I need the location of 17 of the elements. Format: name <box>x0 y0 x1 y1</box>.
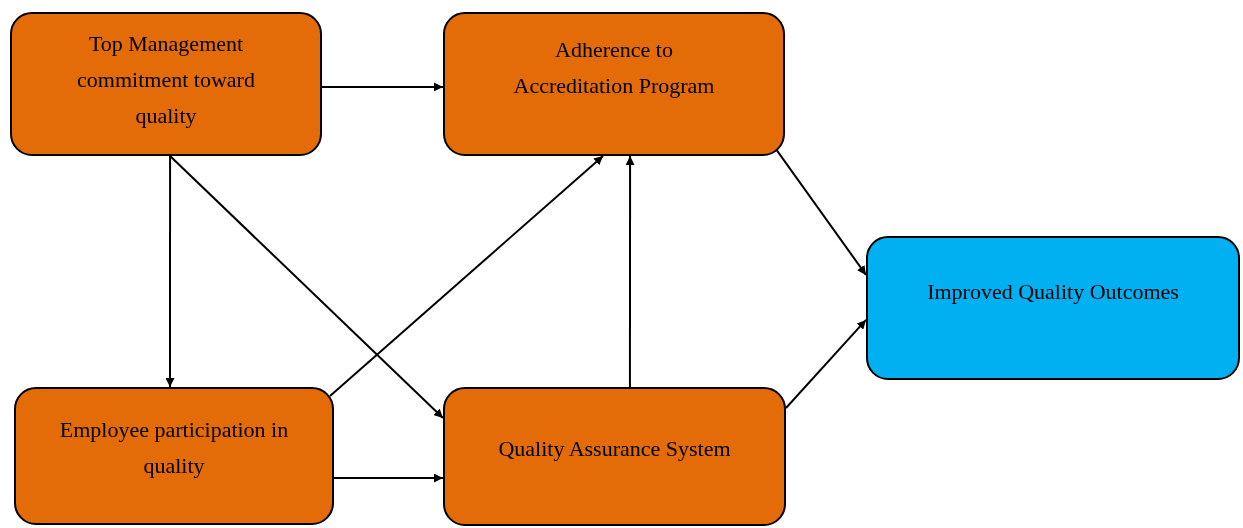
arrow <box>165 155 175 388</box>
process-box <box>14 387 334 525</box>
box-label: Quality Assurance System <box>498 434 731 463</box>
arrow <box>329 155 605 397</box>
arrow <box>169 155 444 419</box>
process-box <box>10 12 322 156</box>
process-box <box>866 236 1240 380</box>
box-label: Adherence to Accreditation Program <box>512 36 716 100</box>
box-label: Improved Quality Outcomes <box>927 278 1179 306</box>
arrow <box>333 473 444 483</box>
arrow <box>785 318 867 409</box>
process-box <box>443 12 785 156</box>
box-label: Top Management commitment toward quality <box>76 30 256 130</box>
arrow <box>321 82 444 92</box>
process-box <box>443 387 786 526</box>
box-label: Employee participation in quality <box>58 416 290 480</box>
arrow <box>625 155 635 388</box>
